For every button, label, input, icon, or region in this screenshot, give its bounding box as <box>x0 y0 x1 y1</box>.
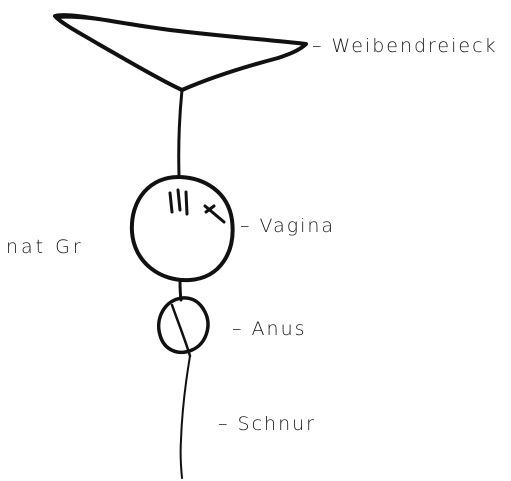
lower-cord <box>181 356 190 478</box>
vagina-hatch-3 <box>186 192 187 214</box>
leader-dash: – <box>240 215 252 237</box>
label-weibendreieck: Weibendreieck <box>332 35 498 57</box>
label-weibendreieck-row: – Weibendreieck <box>312 35 498 57</box>
anus-circle <box>159 298 208 352</box>
label-schnur: Schnur <box>238 413 316 435</box>
label-schnur-row: – Schnur <box>218 413 316 435</box>
vagina-circle <box>132 177 233 280</box>
vagina-arrow <box>205 206 224 222</box>
vagina-hatch-1 <box>170 193 172 212</box>
leader-dash: – <box>218 413 230 435</box>
vagina-hatch-2 <box>178 190 180 210</box>
label-vagina-row: – Vagina <box>240 215 335 237</box>
anus-diagonal <box>172 305 190 356</box>
label-anus-row: – Anus <box>232 318 307 340</box>
leader-dash: – <box>232 318 244 340</box>
label-vagina: Vagina <box>260 215 336 237</box>
leader-dash: – <box>312 35 324 57</box>
label-anus: Anus <box>252 318 307 340</box>
upper-cord <box>179 90 182 175</box>
triangle-outline <box>55 15 306 90</box>
label-scale: nat Gr <box>6 236 84 258</box>
